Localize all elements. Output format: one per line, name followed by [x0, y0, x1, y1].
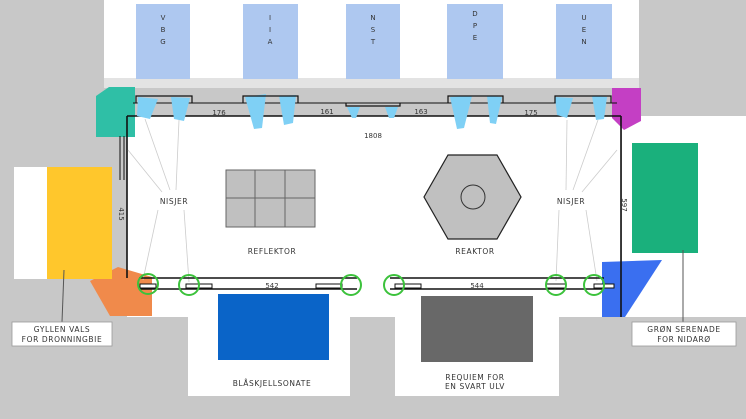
magenta-corner	[612, 88, 641, 130]
reflektor-panel	[284, 169, 316, 199]
dim-176: 176	[212, 109, 226, 117]
reaktor-core	[460, 184, 486, 210]
projector-4	[279, 95, 296, 125]
hall-walls	[119, 115, 622, 317]
room-uen	[556, 4, 612, 79]
projector-9	[555, 97, 573, 118]
nisjer-left-label: NISJER	[160, 197, 188, 206]
gyllen-callout-box	[11, 321, 113, 347]
dim-544: 544	[470, 282, 484, 290]
projector-10	[592, 96, 607, 120]
gron-serenade-block	[632, 143, 698, 253]
room-iia	[243, 4, 298, 79]
reflektor-panel	[254, 197, 286, 228]
marker-circle	[340, 274, 362, 296]
reflektor-panel	[254, 169, 286, 199]
reflektor-panel	[284, 197, 316, 228]
requiem-label-line1: REQUIEM FOR	[445, 373, 504, 382]
reaktor-label: REAKTOR	[455, 247, 494, 256]
dim-1808: 1808	[364, 132, 382, 140]
gyllen-vals-block	[47, 167, 112, 279]
blue-corner	[602, 260, 662, 317]
requiem-block	[421, 296, 533, 362]
reflektor-grid	[225, 169, 316, 228]
dim-175: 175	[524, 109, 537, 117]
orange-piece	[90, 267, 152, 316]
dim-415: 415	[117, 207, 125, 220]
projector-mounts	[135, 95, 612, 107]
dim-542: 542	[265, 282, 278, 290]
blaskjellsonate-label: BLÅSKJELLSONATE	[233, 379, 312, 388]
left-side-area	[14, 167, 48, 279]
blaskjellsonate-block	[218, 294, 329, 360]
dim-597: 597	[620, 198, 628, 211]
dim-161: 161	[320, 108, 333, 116]
reflektor-label: REFLEKTOR	[248, 247, 297, 256]
projector-7	[450, 96, 472, 129]
markers	[137, 273, 605, 296]
gyllen-label-line1: GYLLEN VALS	[34, 325, 90, 334]
projector-3	[245, 94, 266, 129]
teal-corner	[96, 87, 135, 137]
top-room-base	[104, 78, 639, 88]
marker-circle	[545, 274, 567, 296]
projector-5	[347, 107, 360, 118]
bottom-walls	[139, 277, 604, 290]
reflektor-panel	[225, 197, 256, 228]
room-vbg	[136, 4, 190, 79]
projector-6	[385, 107, 398, 118]
marker-circle	[383, 274, 405, 296]
gron-label-line2: FOR NIDARØ	[657, 335, 711, 344]
reflektor-panel	[225, 169, 256, 199]
marker-circle	[583, 274, 605, 296]
niche-lines	[127, 118, 618, 283]
gron-callout-box	[631, 321, 737, 347]
top-rooms	[136, 4, 612, 79]
marker-circle	[137, 273, 159, 295]
gyllen-leader-line	[61, 269, 65, 323]
projectors	[137, 94, 607, 129]
marker-circle	[178, 274, 200, 296]
projector-1	[137, 97, 158, 119]
dim-163: 163	[414, 108, 427, 116]
room-nst	[346, 4, 400, 79]
room-dpe	[447, 4, 503, 79]
requiem-label-line2: EN SVART ULV	[445, 382, 505, 391]
nisjer-right-label: NISJER	[557, 197, 585, 206]
reaktor-hexagon	[423, 154, 522, 240]
gron-label-line1: GRØN SERENADE	[647, 325, 720, 334]
projector-8	[487, 96, 502, 124]
projector-2	[171, 97, 190, 121]
gyllen-label-line2: FOR DRONNINGBIE	[22, 335, 103, 344]
